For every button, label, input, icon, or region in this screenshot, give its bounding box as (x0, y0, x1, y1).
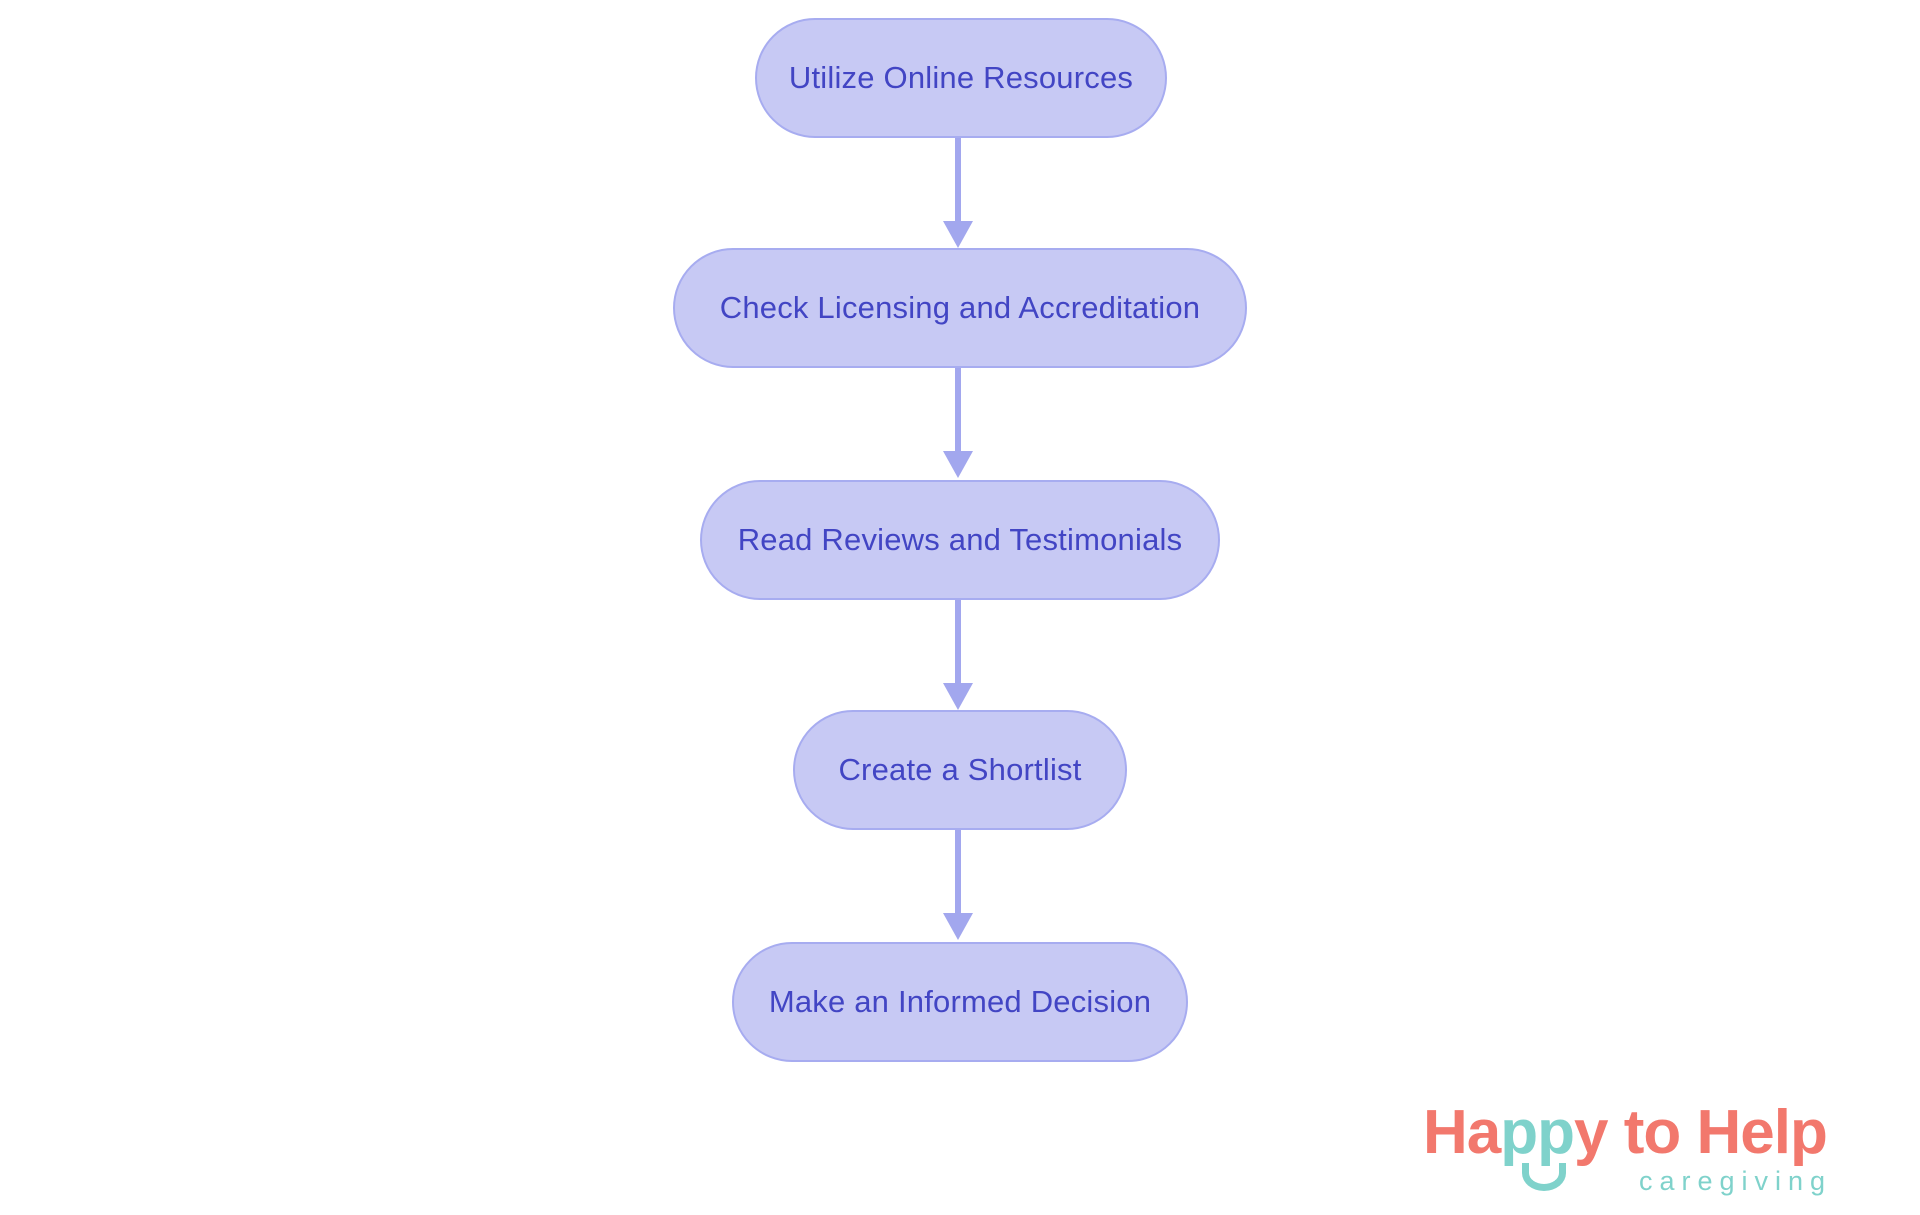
logo-tagline: caregiving (1639, 1166, 1833, 1196)
flow-node-label: Create a Shortlist (838, 752, 1082, 787)
connector-arrow-down-icon (955, 600, 961, 684)
connector-arrow-down-icon (955, 368, 961, 452)
connector-arrow-down-icon (955, 830, 961, 914)
happy-to-help-logo: Happy to Help caregiving (1423, 1102, 1903, 1212)
flow-node-label: Utilize Online Resources (788, 60, 1134, 95)
flow-node-make-informed-decision: Make an Informed Decision (732, 942, 1188, 1062)
flow-node-check-licensing: Check Licensing and Accreditation (673, 248, 1247, 368)
flow-node-label: Check Licensing and Accreditation (719, 290, 1201, 325)
smile-icon (1522, 1163, 1566, 1191)
logo-text-pp: pp (1500, 1098, 1575, 1167)
flow-node-create-shortlist: Create a Shortlist (793, 710, 1127, 830)
flow-node-label: Read Reviews and Testimonials (737, 522, 1183, 557)
logo-text-y: y (1574, 1098, 1608, 1167)
flow-node-read-reviews: Read Reviews and Testimonials (700, 480, 1220, 600)
flow-node-utilize-online-resources: Utilize Online Resources (755, 18, 1167, 138)
logo-text-to-help: to Help (1607, 1098, 1828, 1167)
connector-arrow-down-icon (955, 138, 961, 222)
logo-text-ha: Ha (1423, 1098, 1501, 1167)
logo-wordmark: Happy to Help (1423, 1102, 1828, 1164)
flow-node-label: Make an Informed Decision (768, 984, 1152, 1019)
